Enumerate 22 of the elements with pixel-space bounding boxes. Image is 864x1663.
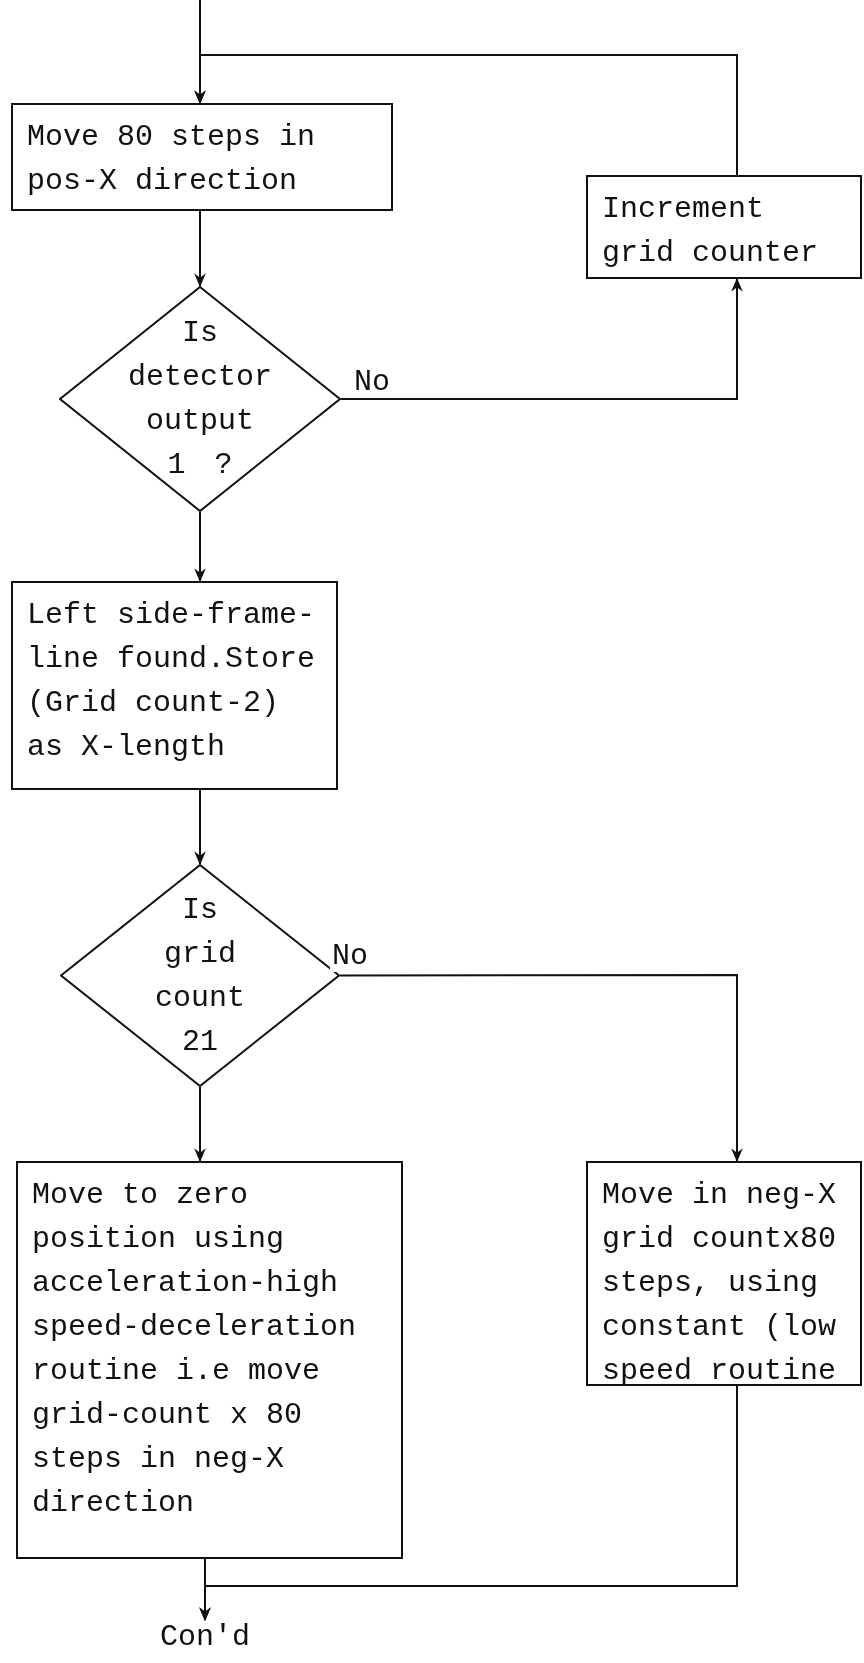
arrow xyxy=(194,789,206,866)
process-box xyxy=(586,175,862,279)
process-text: Move to zero position using acceleration-high speed-deceleration routine i.e move grid-count x 80 steps in neg-X direction xyxy=(32,1177,358,1522)
arrow xyxy=(194,54,738,176)
arrow xyxy=(339,974,743,1163)
process-text: Increment grid counter xyxy=(602,191,820,272)
arrow xyxy=(194,511,206,583)
arrow xyxy=(194,1086,206,1163)
continuation-label: Con'd xyxy=(140,1620,270,1656)
decision-text: Is detector output 1 ? xyxy=(128,315,272,484)
arrow xyxy=(340,277,743,400)
process-box xyxy=(11,103,393,211)
process-text: Move in neg-X grid countx80 steps, using constant (low speed routine xyxy=(602,1177,838,1390)
arrow xyxy=(199,1385,738,1622)
process-box xyxy=(11,581,338,790)
arrow xyxy=(194,210,206,288)
decision-diamond xyxy=(59,286,341,512)
process-text: Move 80 steps in pos-X direction xyxy=(27,119,317,200)
process-box xyxy=(16,1161,403,1559)
process-box xyxy=(586,1161,862,1386)
decision-text: Is grid count 21 xyxy=(155,891,245,1061)
process-text: Left side-frame-line found.Store (Grid count-2) as X-length xyxy=(27,597,317,766)
